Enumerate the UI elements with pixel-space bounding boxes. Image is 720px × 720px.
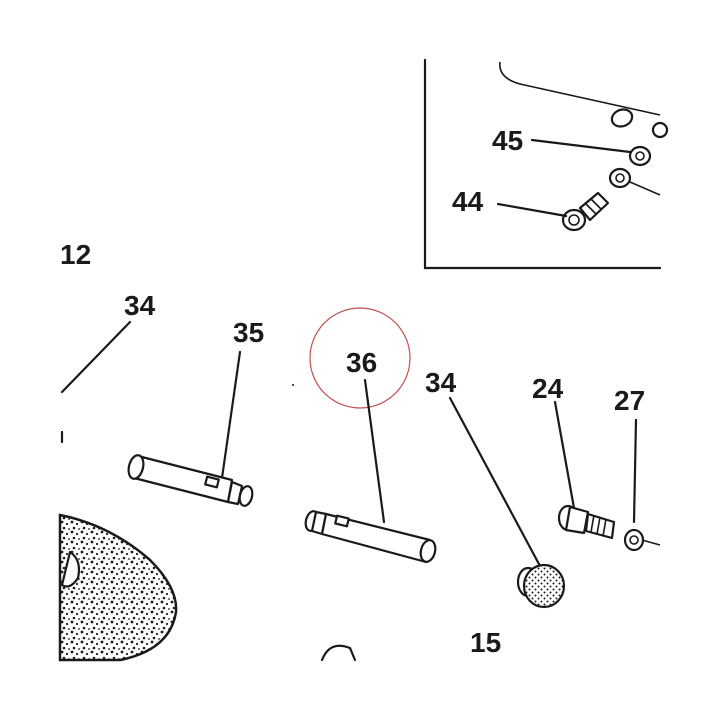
highlight-circle bbox=[309, 307, 411, 409]
inset-pin-end bbox=[651, 121, 669, 139]
leader-45 bbox=[530, 138, 632, 154]
callout-27: 27 bbox=[614, 385, 645, 416]
washer-small bbox=[608, 167, 632, 189]
leader-35 bbox=[220, 350, 242, 480]
washer-45 bbox=[628, 145, 652, 167]
leader-36 bbox=[363, 378, 386, 524]
callout-34-left: 34 bbox=[124, 290, 156, 321]
leader-27 bbox=[632, 418, 638, 524]
pin-36 bbox=[304, 510, 437, 564]
callout-15: 15 bbox=[470, 627, 501, 658]
leader-44 bbox=[496, 202, 568, 218]
inset-panel bbox=[423, 58, 669, 270]
callout-12: 12 bbox=[60, 239, 91, 270]
inset-housing-edge bbox=[499, 61, 661, 116]
callout-24: 24 bbox=[532, 373, 564, 404]
fragment-15 bbox=[320, 644, 357, 662]
callout-35: 35 bbox=[233, 317, 264, 348]
leader-34-right bbox=[448, 396, 542, 568]
callout-45: 45 bbox=[492, 125, 523, 156]
callout-36: 36 bbox=[346, 347, 377, 378]
screw-24 bbox=[557, 504, 616, 540]
leader-24 bbox=[553, 400, 576, 510]
inset-border bbox=[423, 58, 662, 270]
callout-44: 44 bbox=[452, 186, 484, 217]
bolt-44 bbox=[561, 191, 610, 232]
leader-34-left bbox=[60, 320, 132, 394]
knob-34 bbox=[516, 563, 566, 609]
housing-textured bbox=[58, 513, 178, 662]
fragment-dot bbox=[292, 384, 294, 386]
washer-27 bbox=[623, 528, 661, 552]
inset-leader-extra bbox=[629, 181, 661, 196]
inset-nut-top bbox=[610, 108, 634, 128]
callout-34-right: 34 bbox=[425, 367, 457, 398]
pin-35 bbox=[127, 454, 254, 507]
